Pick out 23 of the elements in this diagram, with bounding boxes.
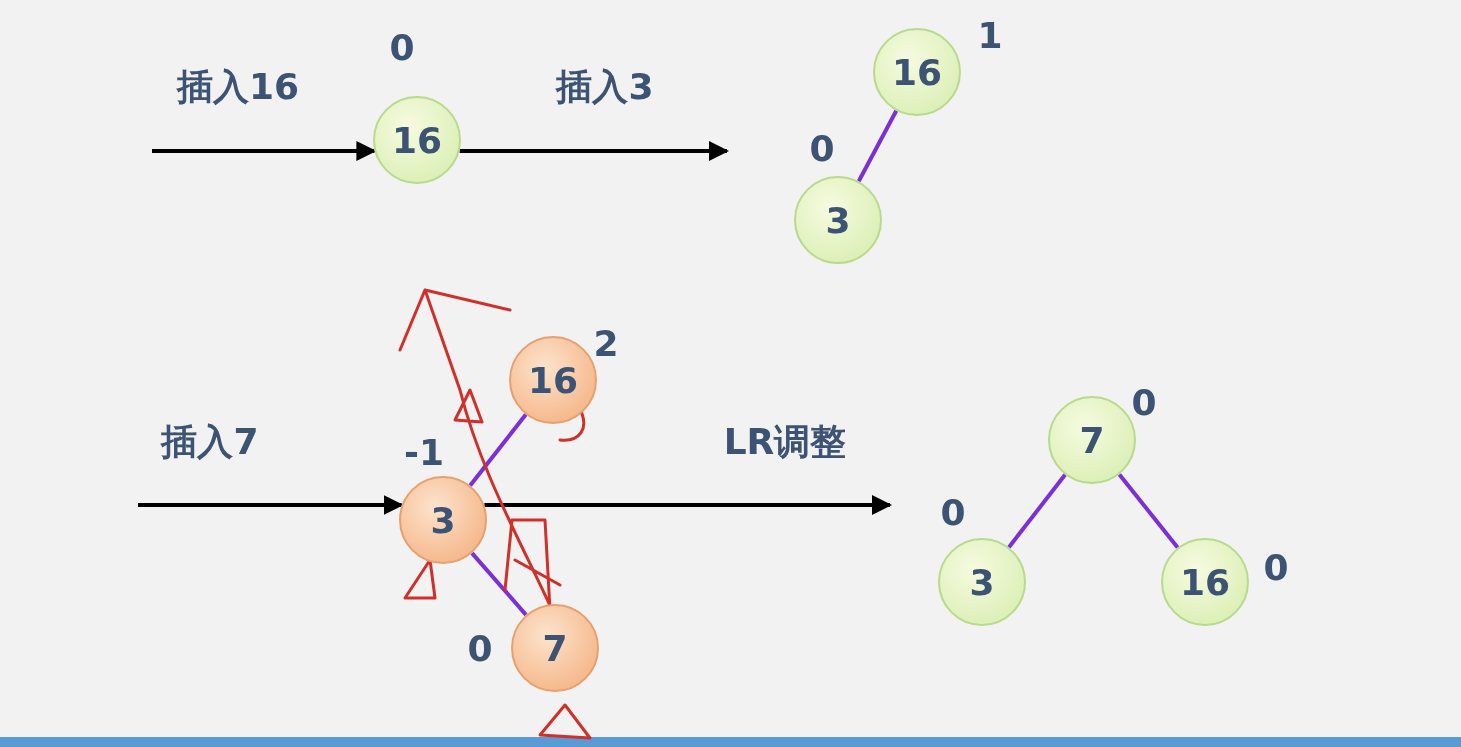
tree-node-circle: 7: [511, 604, 599, 692]
tree-node-circle: 16: [1161, 538, 1249, 626]
tree-node-circle: 16: [509, 336, 597, 424]
tree-edge: [468, 413, 528, 487]
tree-node-circle: 3: [399, 476, 487, 564]
balance-factor: -1: [404, 431, 444, 473]
tree-node-circle: 3: [794, 176, 882, 264]
tree-edge: [470, 551, 528, 617]
tree-node-circle: 16: [873, 28, 961, 116]
balance-factor: 0: [809, 127, 835, 169]
arrow: [138, 495, 404, 515]
tree-edge: [856, 109, 899, 183]
balance-factor: 0: [1263, 546, 1289, 588]
balance-factor: 0: [467, 627, 493, 669]
balance-factor: 0: [940, 491, 966, 533]
tree-node-circle: 3: [938, 538, 1026, 626]
arrow: [459, 141, 729, 161]
tree-node-circle: 16: [373, 96, 461, 184]
tree-edge: [1117, 473, 1180, 549]
balance-factor: 1: [977, 14, 1003, 56]
arrow: [484, 495, 892, 515]
balance-factor: 0: [389, 26, 415, 68]
tree-edge: [1007, 473, 1067, 549]
